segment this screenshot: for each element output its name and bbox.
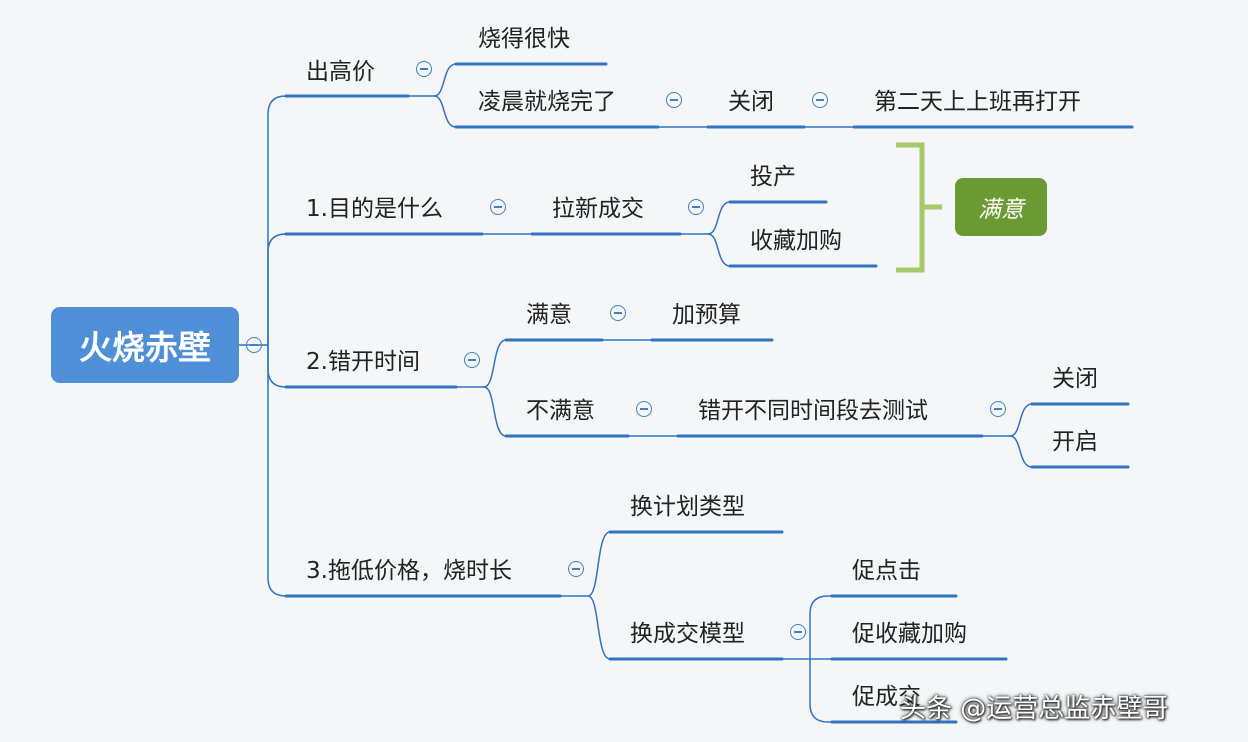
- node-reopen-next-day[interactable]: 第二天上上班再打开: [874, 89, 1081, 115]
- node-burn-fast[interactable]: 烧得很快: [478, 26, 570, 52]
- branch-high-price[interactable]: 出高价: [306, 59, 375, 85]
- node-promote-clicks[interactable]: 促点击: [852, 558, 921, 584]
- collapse-icon[interactable]: [688, 199, 704, 215]
- collapse-icon[interactable]: [812, 92, 828, 108]
- node-acquire-deals[interactable]: 拉新成交: [552, 196, 644, 222]
- collapse-icon[interactable]: [416, 61, 432, 77]
- collapse-icon[interactable]: [464, 352, 480, 368]
- collapse-icon[interactable]: [568, 561, 584, 577]
- collapse-icon[interactable]: [636, 401, 652, 417]
- node-promote-deals[interactable]: 促成交: [852, 684, 921, 710]
- node-promote-favorites[interactable]: 促收藏加购: [852, 621, 967, 647]
- node-unsatisfied[interactable]: 不满意: [526, 398, 595, 424]
- node-on[interactable]: 开启: [1052, 429, 1098, 455]
- node-off[interactable]: 关闭: [1052, 366, 1098, 392]
- node-burnt-by-dawn[interactable]: 凌晨就烧完了: [478, 89, 616, 115]
- summary-satisfied[interactable]: 满意: [955, 178, 1047, 236]
- watermark: 头条 @运营总监赤壁哥: [900, 694, 1169, 724]
- node-favorite-cart[interactable]: 收藏加购: [750, 228, 842, 254]
- node-roi[interactable]: 投产: [750, 164, 796, 190]
- branch-lower-price[interactable]: 3.拖低价格，烧时长: [306, 558, 512, 584]
- node-change-deal-model[interactable]: 换成交模型: [630, 621, 745, 647]
- summary-bracket: [896, 142, 942, 273]
- collapse-icon[interactable]: [990, 401, 1006, 417]
- root-topic[interactable]: 火烧赤壁: [51, 307, 239, 383]
- node-add-budget[interactable]: 加预算: [672, 302, 741, 328]
- collapse-icon[interactable]: [610, 305, 626, 321]
- collapse-icon[interactable]: [246, 337, 262, 353]
- branch-stagger-time[interactable]: 2.错开时间: [306, 349, 420, 375]
- node-close[interactable]: 关闭: [728, 89, 774, 115]
- branch-purpose[interactable]: 1.目的是什么: [306, 196, 443, 222]
- node-satisfied[interactable]: 满意: [526, 302, 572, 328]
- collapse-icon[interactable]: [790, 624, 806, 640]
- node-change-plan-type[interactable]: 换计划类型: [630, 494, 745, 520]
- collapse-icon[interactable]: [666, 92, 682, 108]
- collapse-icon[interactable]: [490, 199, 506, 215]
- node-test-time-slots[interactable]: 错开不同时间段去测试: [698, 398, 928, 424]
